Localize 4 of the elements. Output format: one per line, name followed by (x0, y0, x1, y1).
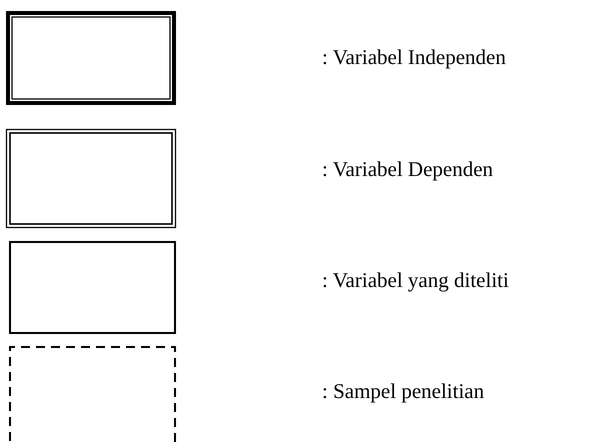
legend-text: : Variabel Independen (322, 46, 506, 70)
legend-text: : Sampel penelitian (322, 380, 484, 404)
legend-text: : Variabel Dependen (322, 158, 494, 182)
legend-text: : Variabel yang diteliti (322, 269, 509, 292)
